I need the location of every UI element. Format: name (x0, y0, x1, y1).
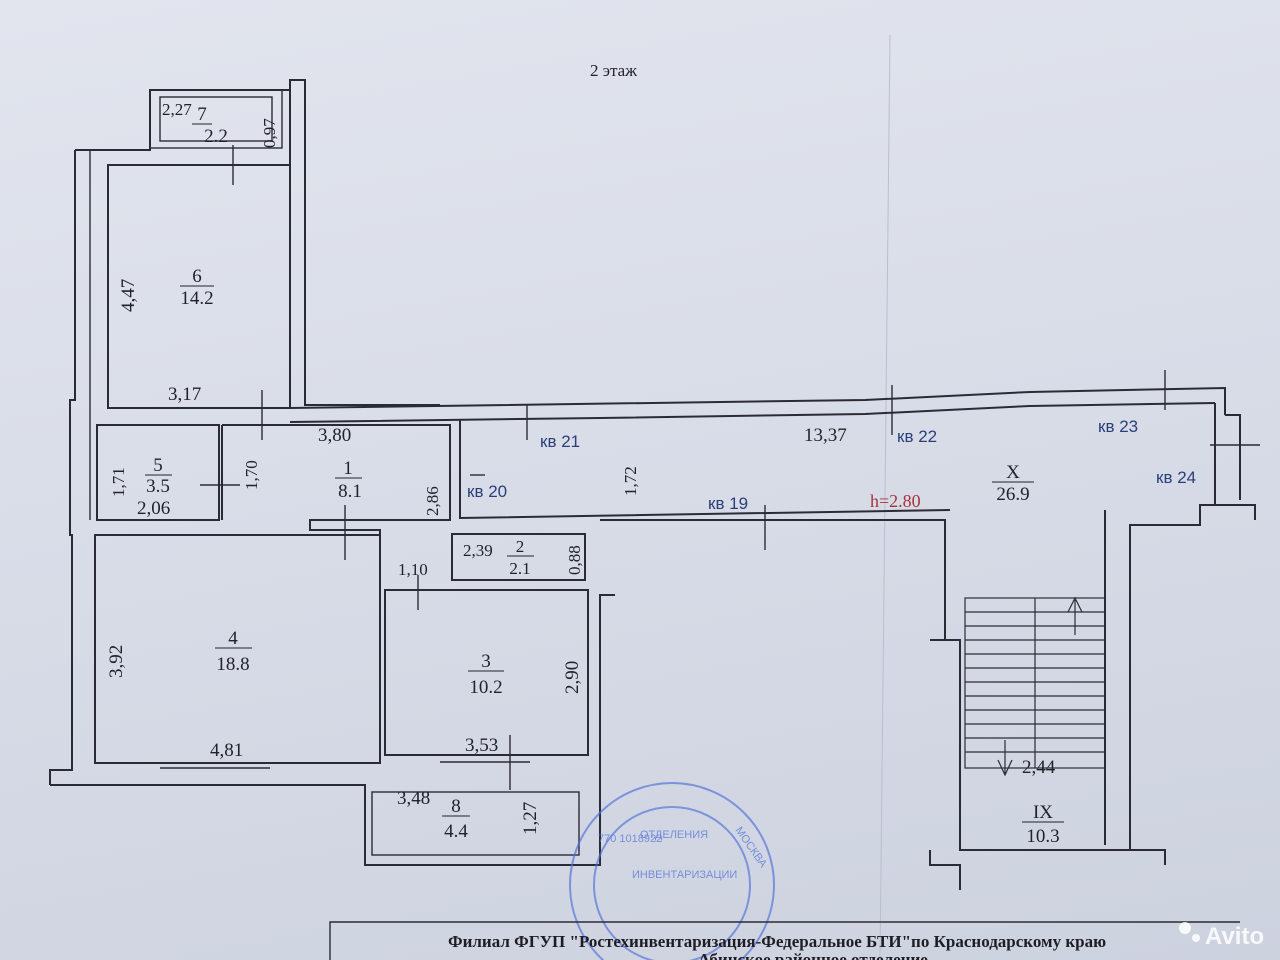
dim-1-10: 1,10 (398, 560, 428, 579)
dimension-labels: 2,27 0,97 4,47 3,17 1,71 1,70 2,06 3,80 … (106, 100, 1056, 835)
room-8-number: 8 (451, 796, 461, 817)
room-2-area: 2.1 (509, 559, 530, 578)
apartment-20-label: кв 20 (467, 482, 507, 501)
room-6-number: 6 (192, 266, 202, 287)
dim-3-48: 3,48 (397, 788, 430, 809)
room-3-number: 3 (481, 651, 491, 672)
room-1-number: 1 (343, 458, 353, 479)
room-8-area: 4.4 (444, 821, 468, 842)
room-3-area: 10.2 (469, 677, 502, 698)
footer-organization: Филиал ФГУП "Ростехинвентаризация-Федера… (448, 932, 1106, 951)
room-5-area: 3.5 (146, 476, 170, 497)
dim-2-90: 2,90 (562, 661, 583, 694)
apartment-22-label: кв 22 (897, 427, 937, 446)
room-5-number: 5 (153, 455, 163, 476)
dim-2-06: 2,06 (137, 498, 170, 519)
apartment-labels: кв 21 кв 22 кв 23 кв 24 кв 20 кв 19 h=2.… (467, 417, 1196, 513)
dim-1-27: 1,27 (520, 802, 541, 835)
floor-title: 2 этаж (590, 61, 637, 80)
room-4-area: 18.8 (216, 654, 249, 675)
room-7-area: 2.2 (204, 126, 228, 147)
paper-fold (879, 34, 891, 960)
dim-1-71: 1,71 (109, 467, 128, 497)
room-2-number: 2 (516, 537, 525, 556)
watermark-text: Avito (1205, 923, 1264, 950)
room-labels: 7 2.2 6 14.2 5 3.5 1 8.1 2 2.1 4 18.8 3 … (145, 104, 1064, 847)
ceiling-height-label: h=2.80 (870, 491, 921, 511)
apartment-23-label: кв 23 (1098, 417, 1138, 436)
stamp-text-department: ОТДЕЛЕНИЯ (640, 829, 708, 841)
apartment-24-label: кв 24 (1156, 468, 1196, 487)
footer-department: Абинское районное отделение (698, 950, 928, 960)
footer-block: Филиал ФГУП "Ростехинвентаризация-Федера… (329, 921, 1240, 960)
room-1-area: 8.1 (338, 481, 362, 502)
dim-13-37: 13,37 (804, 425, 847, 446)
room-7-number: 7 (197, 104, 207, 125)
room-6-area: 14.2 (180, 288, 213, 309)
dim-3-92: 3,92 (106, 645, 127, 678)
apartment-19-label: кв 19 (708, 494, 748, 513)
stamp-text-inn: 770 1018922 (598, 833, 662, 845)
room-4-number: 4 (228, 628, 238, 649)
dim-0-88: 0,88 (565, 545, 584, 575)
dim-2-44: 2,44 (1022, 757, 1056, 778)
dim-1-72: 1,72 (621, 466, 640, 496)
walls (49, 79, 1256, 890)
room-IX-area: 10.3 (1026, 826, 1059, 847)
room-X-area: 26.9 (996, 484, 1029, 505)
room-IX-number: IX (1033, 802, 1053, 823)
dim-3-17: 3,17 (168, 384, 201, 405)
dim-4-81: 4,81 (210, 740, 243, 761)
room-X-number: X (1006, 462, 1020, 483)
dim-4-47: 4,47 (118, 279, 139, 312)
dim-2-39: 2,39 (463, 541, 493, 560)
dim-3-53: 3,53 (465, 735, 498, 756)
dim-1-70: 1,70 (242, 460, 261, 490)
avito-watermark: Avito (1179, 922, 1264, 950)
stamp-text-inventory: ИНВЕНТАРИЗАЦИИ (632, 869, 737, 881)
stamp-text-city: МОСКВА (733, 825, 770, 870)
door-markers (160, 145, 1260, 790)
apartment-21-label: кв 21 (540, 432, 580, 451)
dim-2-27: 2,27 (162, 100, 192, 119)
dim-0-97: 0,97 (260, 118, 279, 148)
dim-2-86: 2,86 (423, 486, 442, 516)
staircase (964, 596, 1106, 777)
dim-3-80: 3,80 (318, 425, 351, 446)
